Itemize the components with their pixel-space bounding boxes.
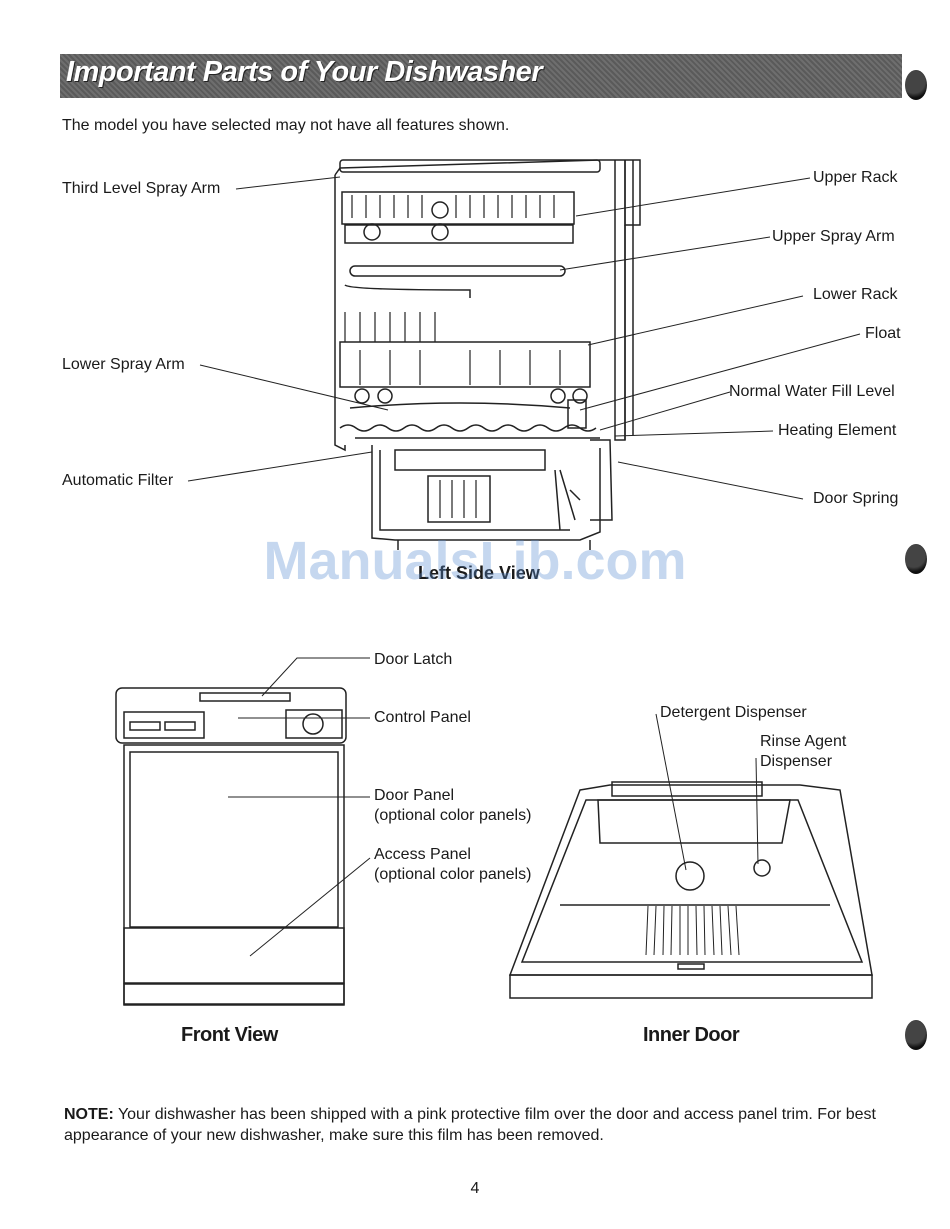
front-view-diagram [115, 687, 347, 1006]
label-door-panel: Door Panel [374, 787, 455, 804]
side-view-caption: Left Side View [418, 563, 540, 583]
label-control-panel: Control Panel [374, 709, 471, 726]
label-third-level-spray-arm: Third Level Spray Arm [62, 180, 221, 197]
label-door-latch: Door Latch [374, 651, 453, 668]
front-view-title: Front View [181, 1024, 278, 1046]
label-lower-rack: Lower Rack [813, 286, 898, 303]
binder-hole-dot [905, 70, 927, 100]
label-rinse-agent: Rinse Agent [760, 733, 847, 750]
binder-hole-dot [905, 1020, 927, 1050]
label-detergent-dispenser: Detergent Dispenser [660, 704, 807, 721]
watermark: ManualsLib.com [263, 531, 687, 591]
label-upper-rack: Upper Rack [813, 169, 898, 186]
label-normal-water-fill-level: Normal Water Fill Level [729, 383, 895, 400]
label-door-spring: Door Spring [813, 490, 899, 507]
label-rinse-agent-dispenser: Dispenser [760, 753, 833, 770]
side-view-diagram [334, 159, 641, 550]
label-door-panel-note: (optional color panels) [374, 807, 532, 824]
label-upper-spray-arm: Upper Spray Arm [772, 228, 895, 245]
inner-door-title: Inner Door [643, 1024, 740, 1046]
page-title: Important Parts of Your Dishwasher [66, 56, 543, 88]
note-text: Your dishwasher has been shipped with a … [64, 1106, 876, 1144]
label-lower-spray-arm: Lower Spray Arm [62, 356, 185, 373]
title-banner: Important Parts of Your Dishwasher [60, 54, 902, 98]
binder-hole-dot [905, 544, 927, 574]
label-access-panel-note: (optional color panels) [374, 866, 532, 883]
inner-door-diagram [508, 781, 873, 999]
label-float: Float [865, 325, 901, 342]
page-number: 4 [470, 1180, 480, 1197]
label-automatic-filter: Automatic Filter [62, 472, 174, 489]
note-paragraph: NOTE: Your dishwasher has been shipped w… [64, 1104, 904, 1146]
label-heating-element: Heating Element [778, 422, 897, 439]
label-access-panel: Access Panel [374, 846, 471, 863]
intro-text: The model you have selected may not have… [62, 117, 510, 134]
note-label: NOTE: [64, 1106, 114, 1123]
